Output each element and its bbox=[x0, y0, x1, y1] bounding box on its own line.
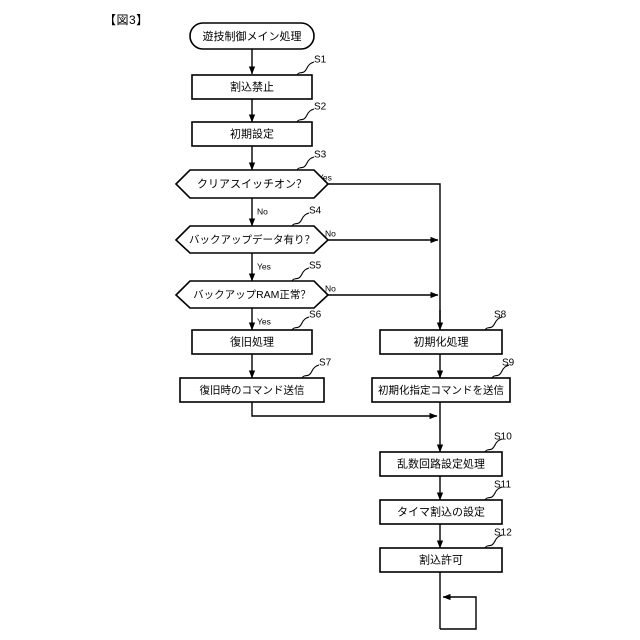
leader-s2 bbox=[296, 108, 315, 123]
step-tag-s9: S9 bbox=[502, 358, 515, 369]
leader-s4 bbox=[291, 212, 310, 227]
connector-s7-merge bbox=[251, 402, 438, 420]
node-start-shape bbox=[189, 22, 315, 50]
node-s11-label: タイマ割込の設定 bbox=[397, 504, 485, 518]
node-s7[interactable]: 復旧時のコマンド送信 bbox=[179, 377, 325, 403]
node-s2[interactable]: 初期設定 bbox=[191, 121, 313, 147]
leader-s8 bbox=[484, 316, 503, 331]
branch-label-s4-no: No bbox=[325, 228, 336, 238]
node-s10-shape bbox=[379, 451, 503, 477]
node-s5-label: バックアップRAM正常？ bbox=[193, 288, 311, 301]
step-tag-s2: S2 bbox=[314, 102, 327, 113]
node-s6[interactable]: 復旧処理 bbox=[191, 329, 313, 355]
step-tag-s1: S1 bbox=[314, 55, 327, 66]
node-start-label: 遊技制御メイン処理 bbox=[203, 29, 302, 43]
connector-loop-back bbox=[440, 593, 477, 630]
node-s4-shape bbox=[174, 225, 330, 254]
step-tag-s10: S10 bbox=[494, 432, 512, 443]
step-tag-s6: S6 bbox=[309, 310, 322, 321]
node-s3-shape bbox=[174, 169, 330, 199]
node-s8[interactable]: 初期化処理 bbox=[379, 329, 503, 355]
step-tag-s7: S7 bbox=[319, 358, 332, 369]
leader-s5 bbox=[291, 267, 310, 282]
branch-label-s5-yes: Yes bbox=[257, 316, 271, 326]
step-tag-s12: S12 bbox=[494, 528, 512, 539]
leader-s3 bbox=[296, 156, 315, 171]
node-s10-label: 乱数回路設定処理 bbox=[397, 456, 485, 470]
leader-s7 bbox=[301, 364, 320, 379]
node-s5-shape bbox=[174, 280, 330, 309]
node-s3-label: クリアスイッチオン？ bbox=[197, 177, 307, 190]
node-s10[interactable]: 乱数回路設定処理 bbox=[379, 451, 503, 477]
node-s7-label: 復旧時のコマンド送信 bbox=[200, 383, 305, 396]
node-s3[interactable]: クリアスイッチオン？ bbox=[174, 169, 330, 199]
connector-s3-yes-rail bbox=[316, 183, 441, 325]
leader-s1 bbox=[296, 61, 315, 76]
leader-s9 bbox=[491, 364, 510, 379]
node-s4-label: バックアップデータ有り？ bbox=[189, 233, 315, 246]
leader-s11 bbox=[484, 486, 503, 501]
step-tag-s3: S3 bbox=[314, 150, 327, 161]
branch-label-s5-no: No bbox=[325, 283, 336, 293]
node-start[interactable]: 遊技制御メイン処理 bbox=[189, 22, 315, 50]
branch-label-s3-yes: Yes bbox=[318, 172, 332, 182]
node-s1-label: 割込禁止 bbox=[230, 79, 274, 93]
step-tag-s11: S11 bbox=[494, 480, 511, 491]
node-s12[interactable]: 割込許可 bbox=[379, 547, 503, 573]
leader-s10 bbox=[484, 438, 503, 453]
node-s12-label: 割込許可 bbox=[419, 552, 463, 566]
node-s12-shape bbox=[379, 547, 503, 573]
node-s2-label: 初期設定 bbox=[230, 126, 274, 140]
node-s9[interactable]: 初期化指定コマンドを送信 bbox=[371, 377, 511, 403]
step-tag-s8: S8 bbox=[494, 310, 507, 321]
node-s2-shape bbox=[191, 121, 313, 147]
step-tag-s4: S4 bbox=[309, 206, 322, 217]
node-s8-shape bbox=[379, 329, 503, 355]
node-s9-label: 初期化指定コマンドを送信 bbox=[378, 383, 504, 396]
node-s6-label: 復旧処理 bbox=[230, 335, 274, 348]
node-s6-shape bbox=[191, 329, 313, 355]
node-s11-shape bbox=[379, 499, 503, 525]
leader-s12 bbox=[484, 534, 503, 549]
figure-title: 【図3】 bbox=[104, 13, 149, 27]
node-s8-label: 初期化処理 bbox=[414, 334, 469, 348]
leader-s6 bbox=[291, 316, 310, 331]
step-tag-s5: S5 bbox=[309, 261, 322, 272]
node-s7-shape bbox=[179, 377, 325, 403]
branch-label-s4-yes: Yes bbox=[257, 261, 271, 271]
branch-label-s3-no: No bbox=[257, 206, 268, 216]
node-s5[interactable]: バックアップRAM正常？ bbox=[174, 280, 330, 309]
node-s1-shape bbox=[191, 74, 313, 100]
node-s11[interactable]: タイマ割込の設定 bbox=[379, 499, 503, 525]
node-s4[interactable]: バックアップデータ有り？ bbox=[174, 225, 330, 254]
node-s1[interactable]: 割込禁止 bbox=[191, 74, 313, 100]
node-s9-shape bbox=[371, 377, 511, 403]
